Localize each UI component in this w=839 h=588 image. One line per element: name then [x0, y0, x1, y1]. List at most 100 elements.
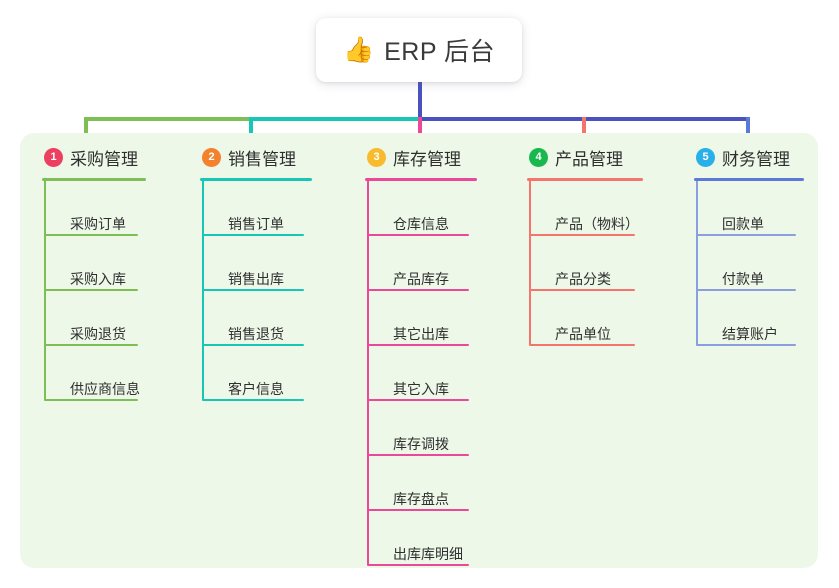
branch-spine-line: [367, 181, 369, 565]
branch-child-underline: [367, 564, 469, 566]
branch-child-label: 采购退货: [70, 326, 126, 342]
branch-child-label: 销售出库: [228, 271, 284, 287]
branch-children-list: 采购订单采购入库采购退货供应商信息: [44, 181, 146, 401]
branch-header-4[interactable]: 4 产品管理: [527, 144, 643, 170]
branch-child-item[interactable]: 采购订单: [44, 181, 146, 236]
branch-underline: [365, 178, 477, 181]
branch-child-item[interactable]: 销售出库: [202, 236, 312, 291]
branch-underline: [42, 178, 146, 181]
branch-child-item[interactable]: 库存盘点: [367, 456, 477, 511]
branch-child-underline: [367, 234, 469, 236]
branch-child-item[interactable]: 客户信息: [202, 346, 312, 401]
branch-child-label: 采购入库: [70, 271, 126, 287]
branch-number-badge: 5: [696, 147, 715, 167]
thumbs-up-icon: 👍: [342, 35, 375, 64]
branch-underline: [200, 178, 312, 181]
branch-child-label: 仓库信息: [393, 216, 449, 232]
branch-child-label: 出库库明细: [393, 546, 463, 562]
branch-header-1[interactable]: 1 采购管理: [42, 144, 146, 170]
branch-children-list: 仓库信息产品库存其它出库其它入库库存调拨库存盘点出库库明细: [367, 181, 477, 566]
diagram-panel: [20, 133, 818, 568]
branch-child-label: 产品分类: [555, 271, 611, 287]
branch-child-item[interactable]: 结算账户: [696, 291, 804, 346]
branch-child-underline: [367, 454, 469, 456]
branch-child-item[interactable]: 出库库明细: [367, 511, 477, 566]
branch-child-underline: [696, 344, 796, 346]
branch-child-item[interactable]: 产品单位: [529, 291, 643, 346]
branch-child-label: 库存盘点: [393, 491, 449, 507]
branch-child-underline: [202, 234, 304, 236]
branch-child-label: 产品单位: [555, 326, 611, 342]
branch-child-underline: [44, 289, 138, 291]
branch-spine-line: [696, 181, 698, 345]
branch-child-label: 其它入库: [393, 381, 449, 397]
branch-child-item[interactable]: 销售订单: [202, 181, 312, 236]
branch-child-underline: [529, 289, 635, 291]
branch-child-underline: [202, 399, 304, 401]
branch-header-2[interactable]: 2 销售管理: [200, 144, 312, 170]
branch-header-3[interactable]: 3 库存管理: [365, 144, 477, 170]
branch-child-label: 付款单: [722, 271, 764, 287]
branch-header-5[interactable]: 5 财务管理: [694, 144, 804, 170]
branch-column-2: 2 销售管理销售订单销售出库销售退货客户信息: [200, 144, 312, 401]
branch-child-item[interactable]: 库存调拨: [367, 401, 477, 456]
branch-column-5: 5 财务管理回款单付款单结算账户: [694, 144, 804, 346]
root-node-card[interactable]: 👍 ERP 后台: [316, 18, 522, 82]
branch-child-item[interactable]: 其它出库: [367, 291, 477, 346]
branch-child-item[interactable]: 其它入库: [367, 346, 477, 401]
branch-children-list: 销售订单销售出库销售退货客户信息: [202, 181, 312, 401]
branch-child-underline: [367, 344, 469, 346]
branch-child-underline: [367, 399, 469, 401]
branch-children-list: 产品（物料） 产品分类产品单位: [529, 181, 643, 346]
branch-child-label: 客户信息: [228, 381, 284, 397]
branch-child-underline: [529, 344, 635, 346]
branch-child-item[interactable]: 回款单: [696, 181, 804, 236]
branch-underline: [527, 178, 643, 181]
branch-child-item[interactable]: 产品分类: [529, 236, 643, 291]
branch-children-list: 回款单付款单结算账户: [696, 181, 804, 346]
branch-child-underline: [696, 289, 796, 291]
branch-spine-line: [529, 181, 531, 345]
branch-number-badge: 2: [202, 147, 221, 167]
branch-child-item[interactable]: 产品库存: [367, 236, 477, 291]
branch-child-underline: [44, 344, 138, 346]
branch-title: 采购管理: [70, 149, 138, 169]
branch-title: 库存管理: [393, 149, 461, 169]
branch-column-3: 3 库存管理仓库信息产品库存其它出库其它入库库存调拨库存盘点出库库明细: [365, 144, 477, 566]
branch-child-item[interactable]: 产品（物料）: [529, 181, 643, 236]
branch-child-underline: [202, 344, 304, 346]
branch-child-label: 供应商信息: [70, 381, 140, 397]
branch-child-label: 回款单: [722, 216, 764, 232]
branch-child-item[interactable]: 仓库信息: [367, 181, 477, 236]
branch-number-badge: 4: [529, 147, 548, 167]
branch-title: 产品管理: [555, 149, 623, 169]
branch-child-underline: [696, 234, 796, 236]
branch-child-item[interactable]: 供应商信息: [44, 346, 146, 401]
branch-child-item[interactable]: 销售退货: [202, 291, 312, 346]
branch-child-label: 结算账户: [722, 326, 778, 342]
branch-child-underline: [44, 234, 138, 236]
branch-number-badge: 3: [367, 147, 386, 167]
branch-child-underline: [44, 399, 138, 401]
branch-child-label: 产品库存: [393, 271, 449, 287]
branch-child-label: 库存调拨: [393, 436, 449, 452]
branch-child-underline: [367, 289, 469, 291]
branch-child-underline: [367, 509, 469, 511]
branch-child-item[interactable]: 采购退货: [44, 291, 146, 346]
branch-child-label: 销售退货: [228, 326, 284, 342]
branch-title: 销售管理: [228, 149, 296, 169]
branch-child-underline: [202, 289, 304, 291]
branch-child-underline: [529, 234, 635, 236]
branch-child-item[interactable]: 付款单: [696, 236, 804, 291]
branch-child-label: 其它出库: [393, 326, 449, 342]
root-node-label: ERP 后台: [384, 38, 496, 66]
branch-underline: [694, 178, 804, 181]
branch-child-label: 产品（物料）: [555, 216, 639, 232]
branch-column-4: 4 产品管理产品（物料） 产品分类产品单位: [527, 144, 643, 346]
branch-child-label: 销售订单: [228, 216, 284, 232]
branch-column-1: 1 采购管理采购订单采购入库采购退货供应商信息: [42, 144, 146, 401]
branch-title: 财务管理: [722, 149, 790, 169]
branch-number-badge: 1: [44, 147, 63, 167]
branch-child-item[interactable]: 采购入库: [44, 236, 146, 291]
branch-child-label: 采购订单: [70, 216, 126, 232]
